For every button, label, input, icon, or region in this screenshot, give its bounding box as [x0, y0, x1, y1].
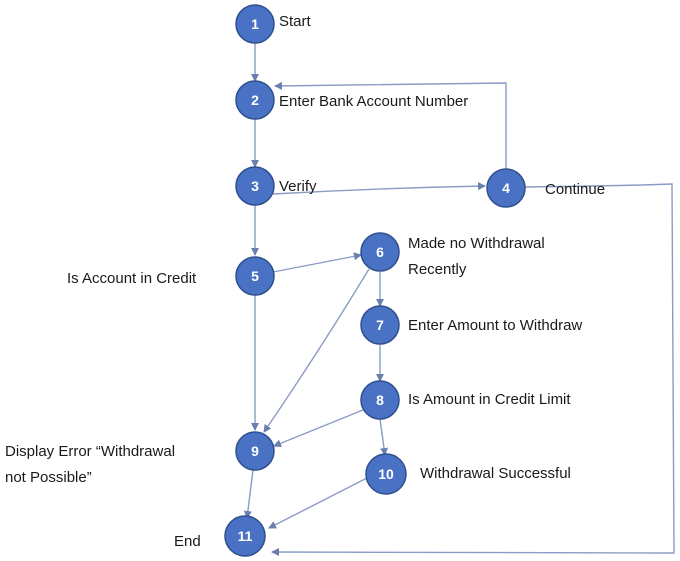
node-5: 5: [235, 256, 275, 296]
edge-10-11: [268, 477, 368, 529]
edges: [243, 43, 675, 557]
node-9-label-line2: not Possible”: [5, 469, 92, 486]
node-4: 4: [486, 168, 526, 208]
node-9: 9: [235, 431, 275, 471]
node-number: 10: [378, 466, 394, 482]
node-number: 4: [502, 180, 510, 196]
edge-9-11: [243, 469, 254, 519]
node-number: 5: [251, 268, 259, 284]
edge-5-6: [272, 252, 362, 273]
node-7-label: Enter Amount to Withdraw: [408, 317, 582, 334]
node-8-label: Is Amount in Credit Limit: [408, 391, 571, 408]
node-number: 3: [251, 178, 259, 194]
node-1: 1: [235, 4, 275, 44]
node-number: 7: [376, 317, 384, 333]
edge-8-10: [379, 418, 388, 456]
node-number: 9: [251, 443, 259, 459]
node-10-label: Withdrawal Successful: [420, 465, 571, 482]
node-1-label: Start: [279, 13, 312, 30]
node-number: 1: [251, 16, 259, 32]
node-number: 6: [376, 244, 384, 260]
node-7: 7: [360, 305, 400, 345]
edge-4-2: [274, 81, 507, 170]
node-11-label: End: [174, 533, 201, 550]
edge-6-9: [263, 268, 370, 433]
node-2: 2: [235, 80, 275, 120]
node-3-label: Verify: [279, 178, 317, 195]
node-6-label-line1: Made no Withdrawal: [408, 235, 545, 252]
node-4-label: Continue: [545, 181, 605, 198]
node-10: 10: [365, 453, 407, 495]
node-8: 8: [360, 380, 400, 420]
node-11: 11: [224, 515, 266, 557]
node-number: 11: [238, 528, 253, 544]
edge-3-4: [272, 182, 486, 195]
node-3: 3: [235, 166, 275, 206]
edge-8-9: [273, 409, 364, 448]
node-2-label: Enter Bank Account Number: [279, 93, 468, 110]
node-number: 2: [251, 92, 259, 108]
node-9-label-line1: Display Error “Withdrawal: [5, 443, 175, 460]
node-6: 6: [360, 232, 400, 272]
node-number: 8: [376, 392, 384, 408]
node-6-label-line2: Recently: [408, 261, 467, 278]
edge-4-11: [271, 183, 675, 557]
node-5-label: Is Account in Credit: [67, 270, 197, 287]
